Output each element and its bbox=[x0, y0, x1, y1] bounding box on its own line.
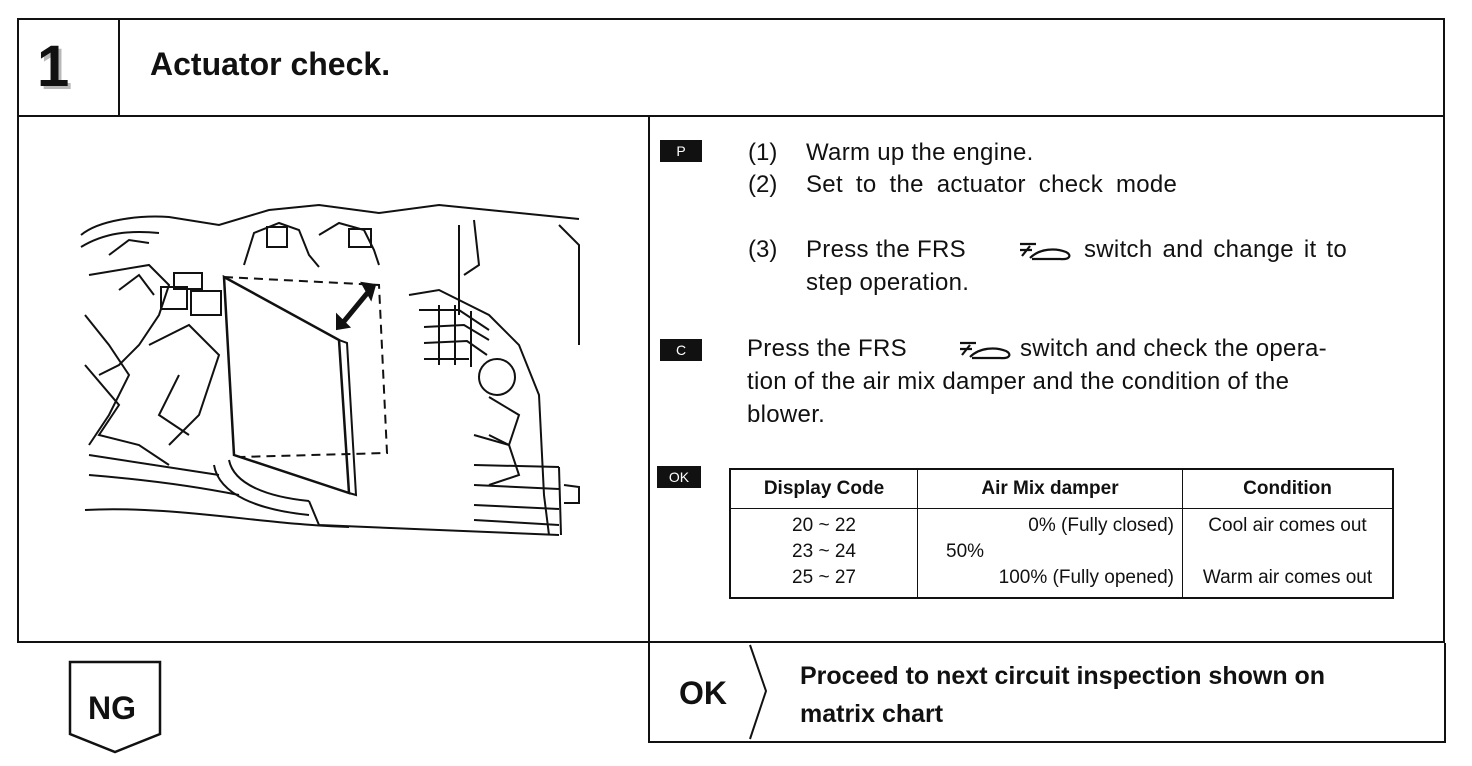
ok-instruction-line: matrix chart bbox=[800, 700, 944, 728]
column-header: Air Mix damper bbox=[917, 468, 1183, 509]
ng-label: NG bbox=[88, 690, 136, 726]
condition-value bbox=[1191, 539, 1384, 565]
condition-table: Display Code Air Mix damper Condition 20… bbox=[729, 468, 1394, 599]
damper-value: 100% (Fully opened) bbox=[998, 567, 1174, 588]
ok-instruction: Proceed to next circuit inspection shown… bbox=[800, 657, 1325, 733]
prep-step-1-number: (1) bbox=[748, 139, 778, 166]
display-code-cell: 20 ~ 22 23 ~ 24 25 ~ 27 bbox=[729, 508, 918, 598]
step-number: 1 bbox=[37, 34, 70, 99]
check-tag: C bbox=[660, 339, 702, 361]
check-text-c: tion of the air mix damper and the condi… bbox=[747, 368, 1290, 395]
chevron-right-icon bbox=[749, 644, 768, 740]
condition-value: Warm air comes out bbox=[1202, 567, 1373, 588]
column-header: Condition bbox=[1182, 468, 1394, 509]
prep-tag: P bbox=[660, 140, 702, 162]
display-code: 23 ~ 24 bbox=[792, 541, 856, 562]
display-code: 20 ~ 22 bbox=[792, 515, 856, 536]
ok-instruction-line: Proceed to next circuit inspection shown… bbox=[800, 662, 1326, 690]
prep-step-3-text-a: Press the FRS bbox=[806, 236, 966, 263]
damper-value: 50% bbox=[946, 541, 985, 562]
damper-value: 0% (Fully closed) bbox=[1028, 515, 1174, 536]
step-title: Actuator check. bbox=[150, 46, 391, 82]
damper-cell: 0% (Fully closed) 50% 100% (Fully opened… bbox=[917, 508, 1183, 598]
illustration-panel bbox=[19, 115, 650, 641]
ok-tag: OK bbox=[657, 466, 701, 488]
table-header-row: Display Code Air Mix damper Condition bbox=[729, 468, 1394, 509]
procedure-frame: 1 Actuator check. bbox=[17, 18, 1445, 643]
ok-label: OK bbox=[679, 675, 727, 711]
display-code: 25 ~ 27 bbox=[792, 567, 856, 588]
condition-cell: Cool air comes out Warm air comes out bbox=[1182, 508, 1394, 598]
prep-step-1-text: Warm up the engine. bbox=[806, 139, 1034, 166]
ok-result-box: OK Proceed to next circuit inspection sh… bbox=[648, 643, 1446, 743]
table-row: 20 ~ 22 23 ~ 24 25 ~ 27 0% (Fully closed… bbox=[729, 508, 1394, 598]
step-header: 1 Actuator check. bbox=[19, 20, 1443, 117]
condition-value: Cool air comes out bbox=[1208, 515, 1367, 536]
check-text-a: Press the FRS bbox=[747, 335, 907, 362]
prep-step-2-text: Set to the actuator check mode bbox=[806, 171, 1178, 198]
ng-badge-shape bbox=[68, 660, 162, 754]
prep-step-3-text-c: step operation. bbox=[806, 269, 970, 296]
frs-switch-icon bbox=[960, 341, 1011, 360]
prep-step-3-number: (3) bbox=[748, 236, 778, 263]
column-header: Display Code bbox=[729, 468, 918, 509]
check-text-b: switch and check the opera- bbox=[1020, 335, 1327, 362]
prep-step-2-number: (2) bbox=[748, 171, 778, 198]
frs-switch-icon bbox=[1020, 242, 1071, 261]
heater-unit-air-mix-damper-illustration bbox=[80, 203, 580, 536]
step-number-box: 1 bbox=[19, 20, 120, 115]
check-text-d: blower. bbox=[747, 401, 826, 428]
prep-step-3-text-b: switch and change it to bbox=[1084, 236, 1348, 263]
